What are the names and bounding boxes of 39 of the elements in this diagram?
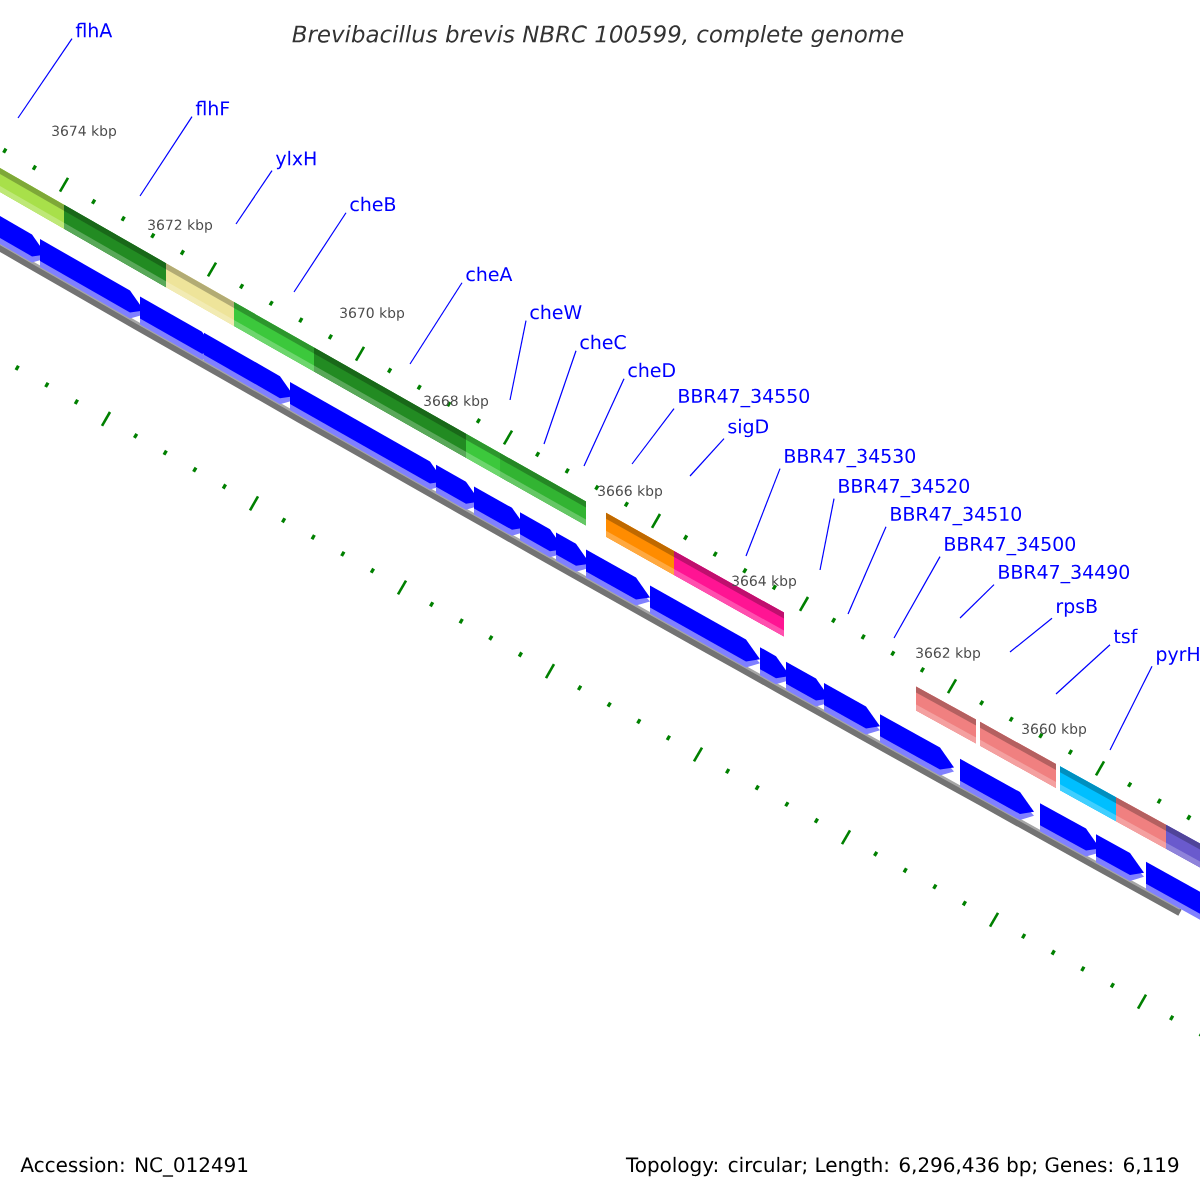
gene-label: BBR47_34490 xyxy=(999,564,1129,584)
gene-label: rpsB xyxy=(1057,599,1097,617)
leader-line xyxy=(1109,665,1153,751)
gene-label: flhF xyxy=(195,100,230,116)
leader-line xyxy=(689,437,725,477)
leader-line xyxy=(509,320,527,401)
leader-line xyxy=(1055,644,1111,695)
gene-label: BBR47_34520 xyxy=(839,478,969,498)
leader-line xyxy=(293,212,347,293)
gene-label: cheC xyxy=(580,334,626,350)
leader-line xyxy=(17,38,73,119)
footer-text: Accession: NC_012491 xyxy=(20,1156,248,1177)
gene-label: BBR47_34500 xyxy=(945,536,1075,556)
leader-line xyxy=(959,584,995,619)
footer-text: Topology: circular; Length: 6,296,436 bp; Genes: 6,119 xyxy=(625,1156,1179,1177)
leader-line xyxy=(1009,617,1053,653)
gene-label: cheD xyxy=(628,362,675,378)
gene-label: pyrH xyxy=(1157,647,1199,665)
gene-label: cheB xyxy=(350,196,396,212)
gene-label: BBR47_34550 xyxy=(679,388,809,408)
gene-label: tsf xyxy=(1113,628,1138,644)
gene-label: cheA xyxy=(466,266,513,282)
leader-line xyxy=(745,468,781,557)
leader-line xyxy=(893,556,941,639)
leader-line xyxy=(409,282,463,365)
gene-label: cheW xyxy=(530,304,582,320)
leader-line xyxy=(543,350,577,445)
leader-line xyxy=(631,408,675,465)
gene-label: flhA xyxy=(75,22,113,38)
leader-line xyxy=(139,116,193,197)
leader-line xyxy=(583,378,625,467)
gene-label: BBR47_34530 xyxy=(785,448,915,468)
gene-label: ylxH xyxy=(275,150,316,170)
title: Brevibacillus brevis NBRC 100599, complete genome xyxy=(292,24,904,48)
gene-label: sigD xyxy=(728,418,769,438)
gene-label: BBR47_34510 xyxy=(891,506,1021,526)
leader-line xyxy=(819,498,835,571)
leader-line xyxy=(847,526,887,615)
leader-line xyxy=(235,169,273,225)
